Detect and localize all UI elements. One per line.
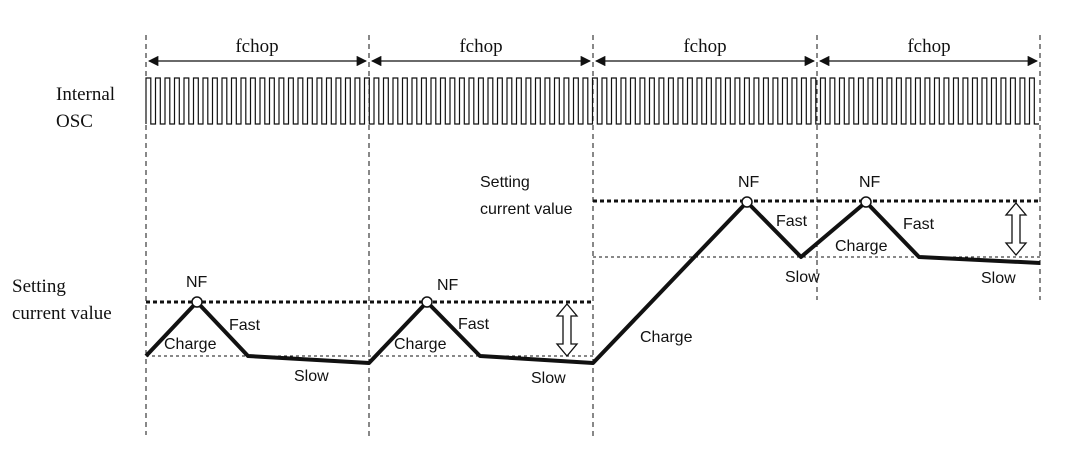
- current-waveform: [144, 200, 1041, 365]
- osc-label-line1: Internal: [56, 84, 115, 105]
- setting-label-high-line1: Setting: [480, 174, 530, 191]
- slow-label: Slow: [981, 270, 1016, 287]
- threshold-lines: [146, 199, 1040, 357]
- charge-label: Charge: [835, 238, 888, 255]
- osc-label-line2: OSC: [56, 111, 93, 132]
- delta-arrows: [555, 201, 1028, 358]
- period-label: fchop: [459, 36, 502, 57]
- period-label: fchop: [683, 36, 726, 57]
- setting-label-low-line2: current value: [12, 303, 112, 324]
- nf-marker: [860, 196, 872, 208]
- setting-label-high-line2: current value: [480, 201, 573, 218]
- nf-marker: [741, 196, 753, 208]
- fast-label: Fast: [903, 216, 935, 233]
- period-label: fchop: [235, 36, 278, 57]
- period-label: fchop: [907, 36, 950, 57]
- nf-marker: [191, 296, 203, 308]
- nf-markers: [191, 196, 872, 308]
- nf-marker: [421, 296, 433, 308]
- double-arrow-high: [1004, 201, 1028, 257]
- charge-label: Charge: [640, 329, 693, 346]
- nf-label: NF: [859, 174, 881, 191]
- slow-label: Slow: [294, 368, 329, 385]
- nf-label: NF: [738, 174, 760, 191]
- nf-label: NF: [186, 274, 208, 291]
- charge-label: Charge: [394, 336, 447, 353]
- setting-label-low-line1: Setting: [12, 276, 66, 297]
- charge-label: Charge: [164, 336, 217, 353]
- osc-square-wave: [145, 77, 1039, 125]
- slow-label: Slow: [531, 370, 566, 387]
- fast-label: Fast: [776, 213, 808, 230]
- fast-label: Fast: [458, 316, 490, 333]
- double-arrow-low: [555, 302, 579, 358]
- slow-label: Slow: [785, 269, 820, 286]
- fast-label: Fast: [229, 317, 261, 334]
- nf-label: NF: [437, 277, 459, 294]
